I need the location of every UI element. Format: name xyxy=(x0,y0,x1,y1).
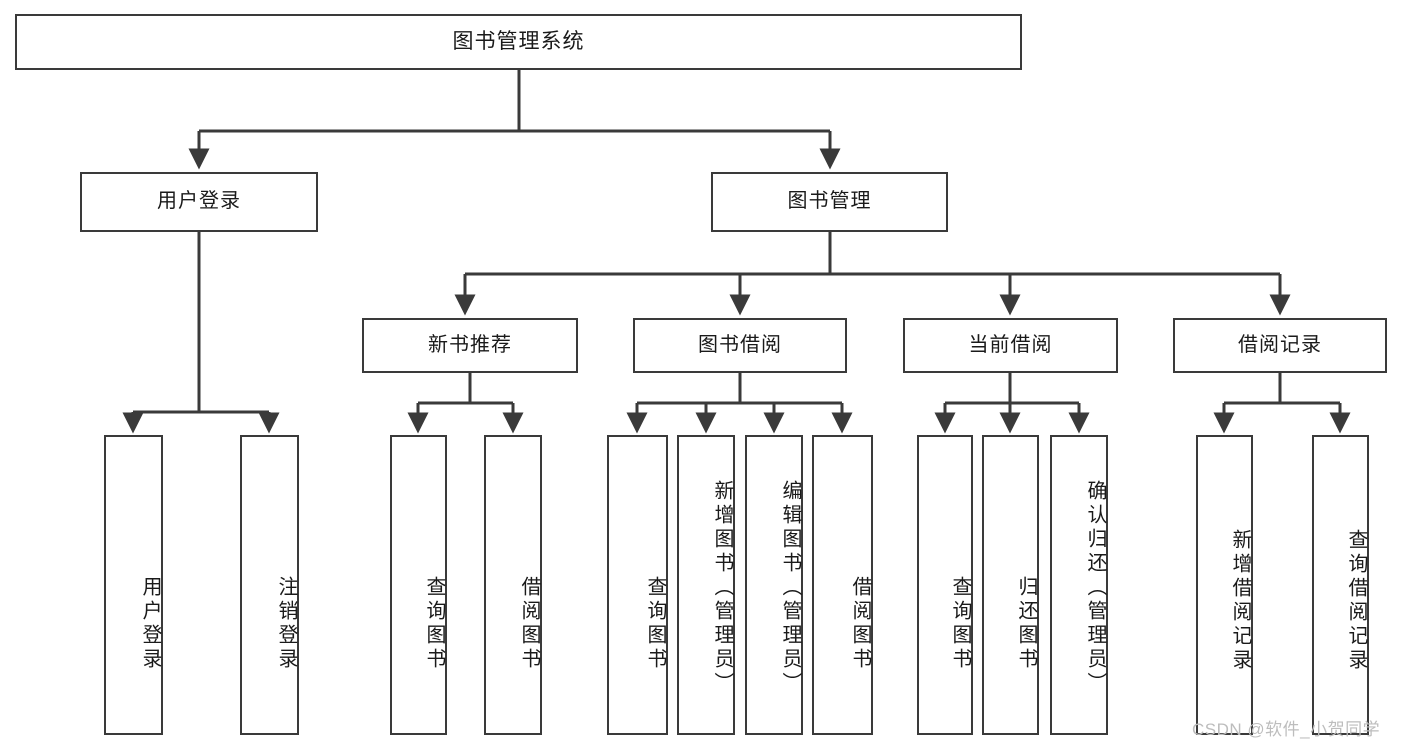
leaf-borrow-book-2[interactable]: 借阅图书 xyxy=(812,435,873,735)
leaf-add-book[interactable]: 新增图书（管理员） xyxy=(677,435,735,735)
leaf-confirm-return[interactable]: 确认归还（管理员） xyxy=(1050,435,1108,735)
leaf-edit-book[interactable]: 编辑图书（管理员） xyxy=(745,435,803,735)
node-label: 归还图书 xyxy=(1015,576,1037,672)
leaf-query-book-3[interactable]: 查询图书 xyxy=(917,435,973,735)
node-label: 新增图书（管理员） xyxy=(711,480,733,696)
node-new-book-recommend[interactable]: 新书推荐 xyxy=(362,318,578,373)
node-root[interactable]: 图书管理系统 xyxy=(15,14,1022,70)
node-label: 借阅图书 xyxy=(518,576,540,672)
leaf-query-book-1[interactable]: 查询图书 xyxy=(390,435,447,735)
node-label: 新书推荐 xyxy=(428,333,512,356)
node-label: 用户登录 xyxy=(139,576,161,672)
node-label: 图书借阅 xyxy=(698,333,782,356)
node-label: 新增借阅记录 xyxy=(1229,529,1251,673)
node-label: 查询图书 xyxy=(949,576,971,672)
leaf-query-borrow-record[interactable]: 查询借阅记录 xyxy=(1312,435,1369,735)
node-borrow-record[interactable]: 借阅记录 xyxy=(1173,318,1387,373)
node-label: 确认归还（管理员） xyxy=(1084,480,1106,696)
node-book-borrow[interactable]: 图书借阅 xyxy=(633,318,847,373)
leaf-add-borrow-record[interactable]: 新增借阅记录 xyxy=(1196,435,1253,735)
node-label: 借阅图书 xyxy=(849,576,871,672)
node-label: 注销登录 xyxy=(275,576,297,672)
watermark: CSDN @软件_小贺同学 xyxy=(1192,720,1381,739)
leaf-query-book-2[interactable]: 查询图书 xyxy=(607,435,668,735)
node-label: 借阅记录 xyxy=(1238,333,1322,356)
node-label: 当前借阅 xyxy=(968,333,1053,356)
leaf-return-book[interactable]: 归还图书 xyxy=(982,435,1039,735)
node-label: 查询借阅记录 xyxy=(1345,529,1367,673)
node-user-login[interactable]: 用户登录 xyxy=(80,172,318,232)
node-label: 编辑图书（管理员） xyxy=(779,480,801,696)
node-current-borrow[interactable]: 当前借阅 xyxy=(903,318,1118,373)
node-label: 用户登录 xyxy=(157,190,241,213)
leaf-borrow-book-1[interactable]: 借阅图书 xyxy=(484,435,542,735)
leaf-user-login[interactable]: 用户登录 xyxy=(104,435,163,735)
node-book-manage[interactable]: 图书管理 xyxy=(711,172,948,232)
node-label: 图书管理系统 xyxy=(452,29,585,53)
node-label: 查询图书 xyxy=(423,576,445,672)
node-label: 图书管理 xyxy=(787,190,872,213)
node-label: 查询图书 xyxy=(644,576,666,672)
leaf-logout[interactable]: 注销登录 xyxy=(240,435,299,735)
